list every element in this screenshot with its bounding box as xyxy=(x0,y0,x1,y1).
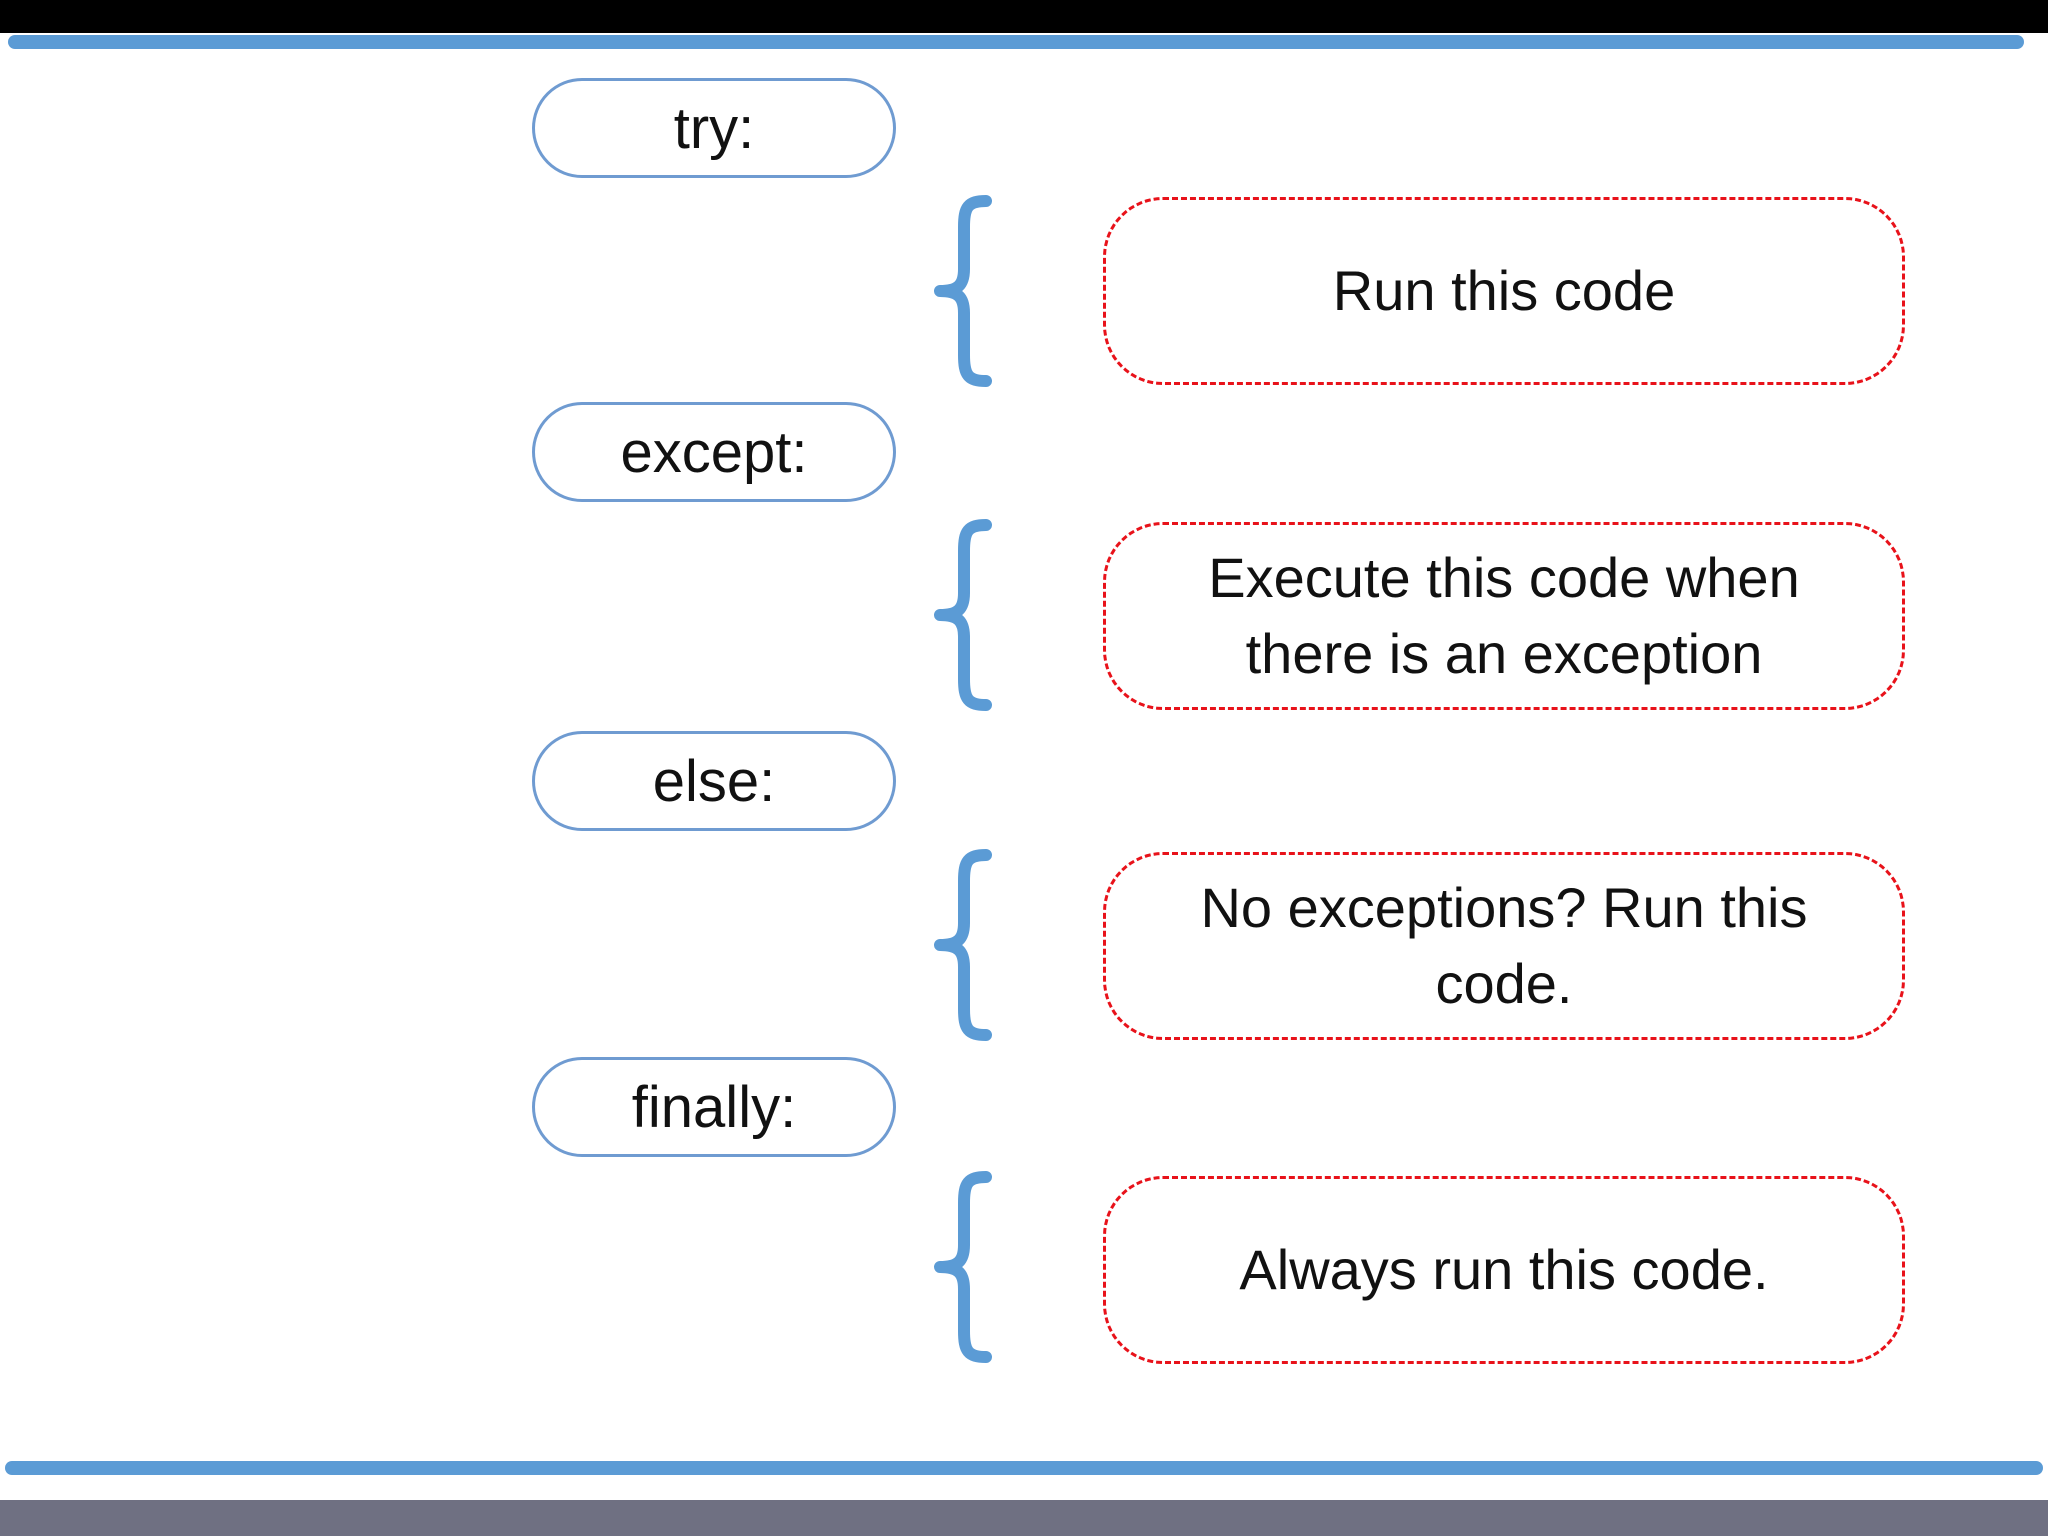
keyword-pill-try: try: xyxy=(532,78,896,178)
curly-brace-icon xyxy=(934,1171,992,1363)
curly-brace-icon xyxy=(934,519,992,711)
keyword-pill-finally: finally: xyxy=(532,1057,896,1157)
keyword-pill-else: else: xyxy=(532,731,896,831)
top-bar xyxy=(0,0,2048,33)
description-box-finally: Always run this code. xyxy=(1103,1176,1905,1364)
keyword-label: try: xyxy=(673,95,755,161)
bottom-divider xyxy=(5,1461,2043,1475)
description-text: Run this code xyxy=(1332,259,1676,322)
top-divider xyxy=(8,35,2024,49)
bottom-bar xyxy=(0,1500,2048,1536)
description-box-else: No exceptions? Run this code. xyxy=(1103,852,1905,1040)
description-text: Execute this code when there is an excep… xyxy=(1208,546,1800,685)
description-text: No exceptions? Run this code. xyxy=(1200,876,1808,1015)
curly-brace-icon xyxy=(934,195,992,387)
curly-brace-icon xyxy=(934,849,992,1041)
keyword-label: else: xyxy=(652,748,776,814)
keyword-pill-except: except: xyxy=(532,402,896,502)
description-box-try: Run this code xyxy=(1103,197,1905,385)
keyword-label: except: xyxy=(620,419,808,485)
description-text: Always run this code. xyxy=(1239,1238,1769,1301)
description-box-except: Execute this code when there is an excep… xyxy=(1103,522,1905,710)
keyword-label: finally: xyxy=(631,1074,797,1140)
